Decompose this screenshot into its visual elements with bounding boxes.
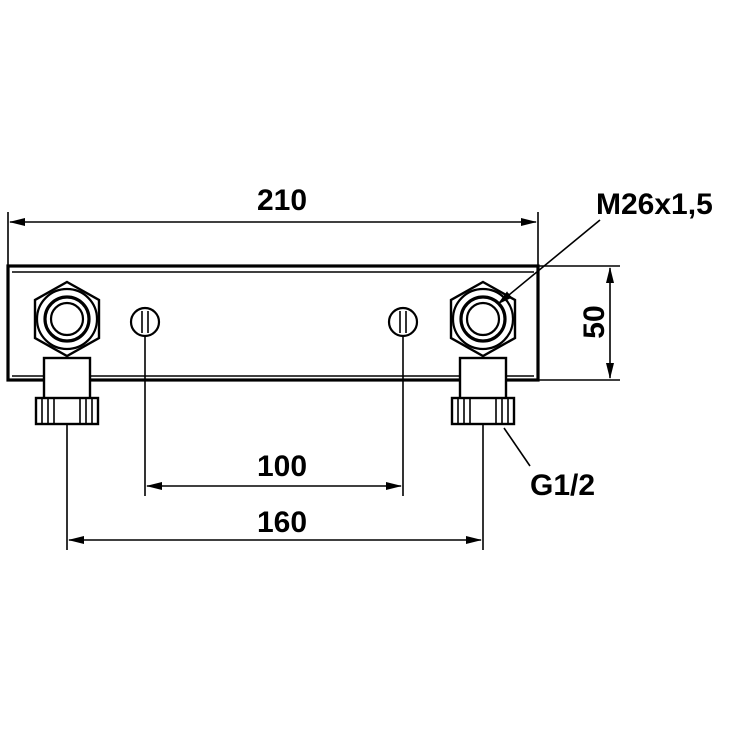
callout-union-nut: M26x1,5 [497, 188, 713, 305]
callout-union-nut-label: M26x1,5 [596, 188, 713, 221]
mounting-plate [6, 264, 540, 382]
dimension-160: 160 [66, 424, 484, 550]
callout-connection-thread: G1/2 [503, 427, 595, 502]
dimension-160-label: 160 [257, 506, 307, 539]
dimension-100: 100 [144, 336, 404, 496]
dimension-100-label: 100 [257, 450, 307, 483]
dimension-210: 210 [7, 184, 539, 266]
callout-connection-thread-label: G1/2 [530, 469, 595, 502]
left-outlet [33, 280, 101, 426]
dimension-210-label: 210 [257, 184, 307, 217]
screw-right [387, 306, 419, 338]
dimension-50: 50 [538, 265, 620, 381]
dimension-50-label: 50 [578, 305, 611, 338]
screw-left [129, 306, 161, 338]
right-outlet [449, 280, 517, 426]
